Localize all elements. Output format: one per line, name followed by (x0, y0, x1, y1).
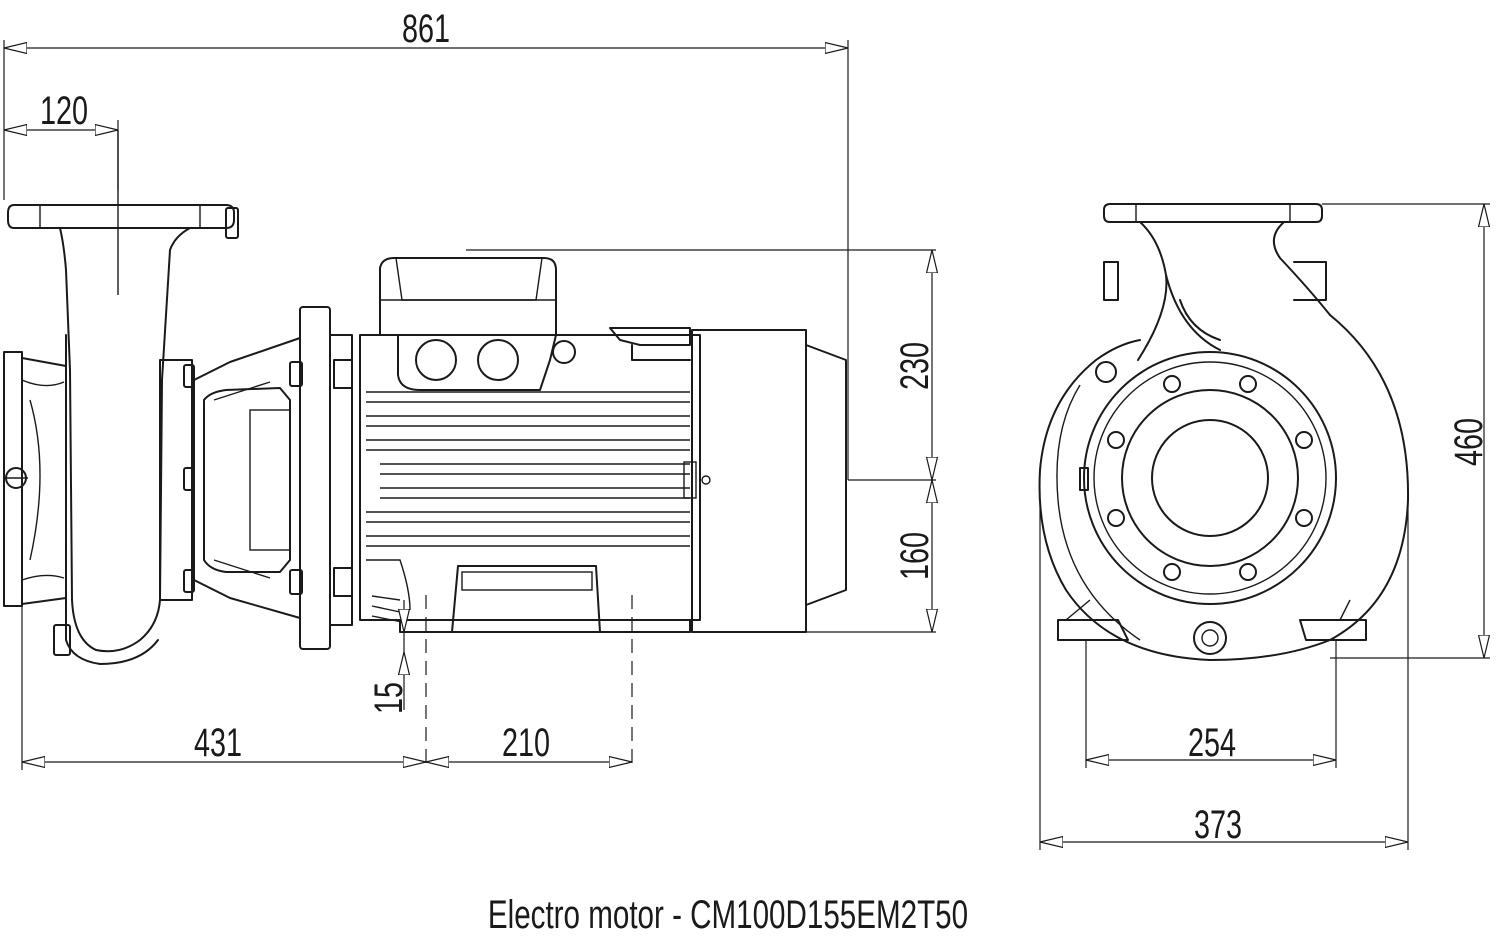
dim-460: 460 (1446, 418, 1491, 466)
front-view (1038, 203, 1410, 661)
bearing-bracket (193, 337, 301, 619)
dim-373: 373 (1194, 802, 1242, 847)
dimension-labels: 861 120 230 160 15 431 210 460 254 373 (40, 6, 1491, 847)
dim-160: 160 (892, 532, 937, 580)
dim-120: 120 (40, 88, 88, 133)
dim-254: 254 (1188, 720, 1236, 765)
dim-861: 861 (402, 6, 450, 51)
motor-flange (289, 306, 353, 650)
dimension-lines (3, 40, 1490, 850)
dim-15: 15 (366, 682, 411, 714)
motor-body (359, 257, 711, 633)
suction-flange (3, 351, 67, 607)
dim-230: 230 (892, 342, 937, 390)
pump-casing (53, 130, 191, 665)
side-view (3, 130, 847, 665)
back-plate (159, 359, 195, 601)
dim-210: 210 (502, 720, 550, 765)
dim-431: 431 (194, 720, 242, 765)
drawing-caption: Electro motor - CM100D155EM2T50 (488, 893, 968, 937)
fan-cover (691, 329, 847, 633)
discharge-flange (7, 204, 239, 239)
